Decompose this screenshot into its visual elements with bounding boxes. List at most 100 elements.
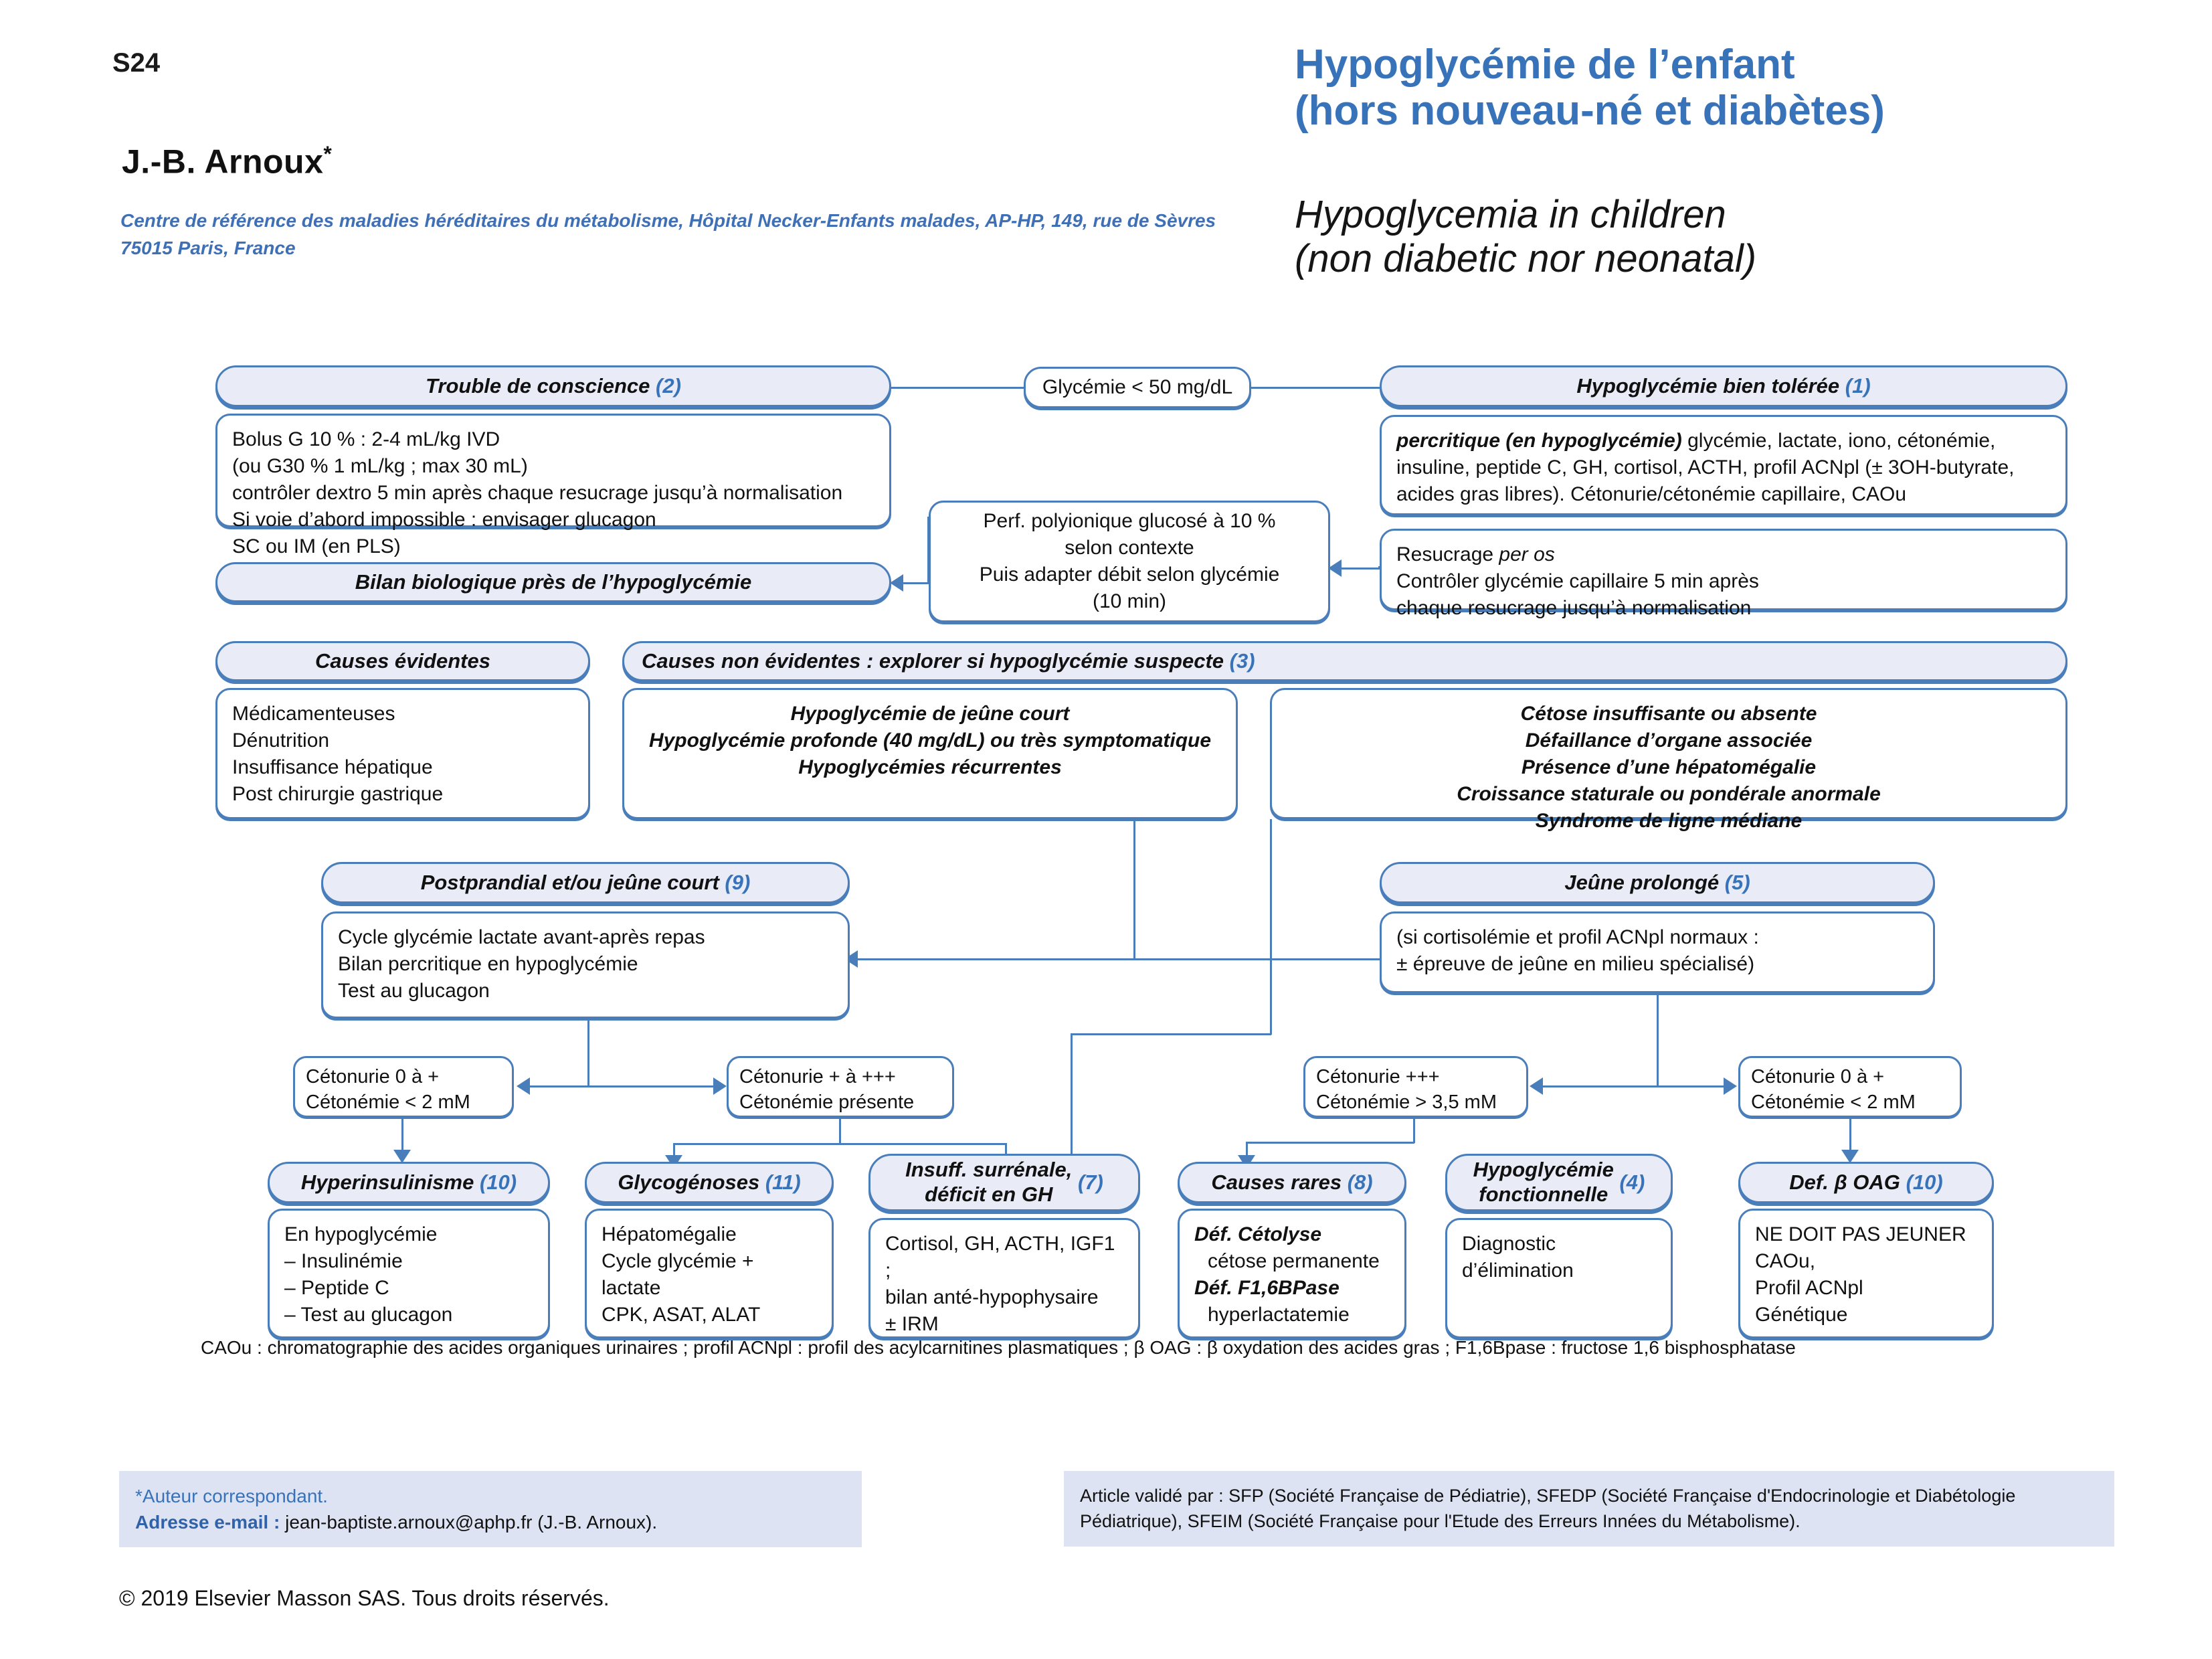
percritique-lead: percritique (en hypoglycémie) [1396, 430, 1682, 452]
node-bilan-biologique[interactable]: Bilan biologique près de l’hypoglycémie [215, 562, 891, 602]
connector-causes-jeune-down [1133, 819, 1135, 960]
author-footnote-mark: * [323, 142, 333, 166]
node-causes-rares-header[interactable]: Causes rares (8) [1178, 1162, 1406, 1203]
node-resucrage-per-os: Resucrage per os Contrôler glycémie capi… [1380, 529, 2067, 619]
arrow-resucrage-to-perf [1328, 559, 1342, 577]
node-causes-evidentes-body: Médicamenteuses Dénutrition Insuffisance… [215, 688, 590, 819]
author-label: J.-B. Arnoux [122, 143, 324, 181]
node-insuff-surrenale-number: (7) [1077, 1170, 1103, 1194]
node-hyperinsulinisme-label: Hyperinsulinisme [300, 1170, 474, 1194]
node-hypoglycemie-fonctionnelle-number: (4) [1619, 1170, 1645, 1194]
cause-item: Médicamenteuses [232, 703, 395, 725]
causes-rares-line: hyperlactatemie [1208, 1303, 1350, 1326]
page-number: S24 [112, 48, 161, 78]
node-causes-non-evidentes-label: Causes non évidentes : explorer si hypog… [642, 648, 1224, 673]
node-trouble-de-conscience-header[interactable]: Trouble de conscience (2) [215, 365, 891, 407]
connector-ketone1-branch-left [673, 1143, 675, 1160]
node-glycogenoses-number: (11) [765, 1170, 801, 1194]
node-insuff-surrenale-label: Insuff. surrénale, déficit en GH [905, 1158, 1073, 1206]
arrow-ketone-2 [1530, 1077, 1543, 1095]
node-hypoglycemie-bien-toleree-label: Hypoglycémie bien tolérée [1576, 373, 1840, 398]
node-insuff-surrenale-header[interactable]: Insuff. surrénale, déficit en GH (7) [868, 1154, 1140, 1211]
node-causes-jeune-court: Hypoglycémie de jeûne court Hypoglycémie… [622, 688, 1238, 819]
node-ketone-0: Cétonurie 0 à + Cétonémie < 2 mM [293, 1056, 514, 1118]
connector-ketone1-branch-right [1005, 1143, 1007, 1160]
node-hypoglycemie-bien-toleree-number: (1) [1845, 373, 1871, 398]
node-hypoglycemie-fonctionnelle-header[interactable]: Hypoglycémie fonctionnelle (4) [1445, 1154, 1673, 1211]
causes-rares-line: Déf. F1,6BPase [1194, 1276, 1340, 1299]
ketone-line1: Cétonurie 0 à + [1751, 1066, 1885, 1087]
connector-ketone2-down [1413, 1118, 1415, 1143]
connector-resucrage-to-perf [1330, 567, 1381, 570]
causes-rares-line: Déf. Cétolyse [1194, 1223, 1322, 1245]
node-causes-evidentes-label: Causes évidentes [315, 648, 490, 673]
node-jeune-prolonge-body: (si cortisolémie et profil ACNpl normaux… [1380, 911, 1935, 993]
ketone-line1: Cétonurie 0 à + [306, 1066, 440, 1087]
node-insuff-surrenale-body: Cortisol, GH, ACTH, IGF1 ; bilan anté-hy… [868, 1218, 1140, 1338]
node-hyperinsulinisme-header[interactable]: Hyperinsulinisme (10) [268, 1162, 550, 1203]
connector-causes-cetose-down [1270, 819, 1272, 1035]
node-def-boag-label: Def. β OAG [1789, 1170, 1900, 1194]
node-glycogenoses-header[interactable]: Glycogénoses (11) [585, 1162, 834, 1203]
causes-right-line: Présence d’une hépatomégalie [1521, 756, 1817, 778]
node-bilan-biologique-label: Bilan biologique près de l’hypoglycémie [355, 570, 752, 594]
node-def-boag-number: (10) [1906, 1170, 1943, 1194]
node-perfusion-polyionique: Perf. polyionique glucosé à 10 % selon c… [929, 501, 1330, 622]
node-postprandial-header[interactable]: Postprandial et/ou jeûne court (9) [321, 862, 850, 903]
causes-rares-line: cétose permanente [1208, 1249, 1380, 1272]
resucrage-line1-a: Resucrage [1396, 543, 1499, 565]
node-causes-rares-body: Déf. Cétolyse cétose permanente Déf. F1,… [1178, 1209, 1406, 1338]
node-hypoglycemie-bien-toleree-header[interactable]: Hypoglycémie bien tolérée (1) [1380, 365, 2067, 407]
affiliation: Centre de référence des maladies hérédit… [120, 210, 1216, 258]
ketone-line2: Cétonémie > 3,5 mM [1316, 1091, 1497, 1113]
node-hyperinsulinisme-body: En hypoglycémie – Insulinémie – Peptide … [268, 1209, 550, 1338]
title-fr-line2: (hors nouveau-né et diabètes) [1295, 88, 1885, 135]
node-def-boag-header[interactable]: Def. β OAG (10) [1738, 1162, 1994, 1203]
causes-right-line: Cétose insuffisante ou absente [1520, 703, 1817, 725]
connector-ketone1-split [673, 1143, 1006, 1145]
abbreviations-legend: CAOu : chromatographie des acides organi… [201, 1337, 1796, 1358]
ketone-line2: Cétonémie présente [739, 1091, 915, 1113]
node-ketone-2: Cétonurie +++ Cétonémie > 3,5 mM [1303, 1056, 1528, 1118]
node-postprandial-label: Postprandial et/ou jeûne court [420, 870, 719, 894]
corresponding-author-block: *Auteur correspondant. Adresse e-mail : … [119, 1471, 862, 1548]
node-glycemie-threshold[interactable]: Glycémie < 50 mg/dL [1024, 367, 1251, 408]
node-causes-rares-label: Causes rares [1211, 1170, 1342, 1194]
node-trouble-de-conscience-number: (2) [656, 373, 681, 398]
node-jeune-prolonge-header[interactable]: Jeûne prolongé (5) [1380, 862, 1935, 903]
causes-right-line: Croissance staturale ou pondérale anorma… [1457, 782, 1881, 805]
causes-left-line: Hypoglycémies récurrentes [798, 756, 1062, 778]
corresponding-author-note: *Auteur correspondant. [135, 1486, 328, 1506]
arrow-ketone-0 [517, 1077, 530, 1095]
connector-causes-split-horizontal [848, 958, 1890, 960]
connector-causes-cetose-to-branch [1071, 1033, 1073, 1085]
connector-ketone0-down [401, 1118, 403, 1154]
arrow-ketone-1 [713, 1077, 727, 1095]
title-en-line2: (non diabetic nor neonatal) [1295, 237, 1757, 281]
connector-cetose-to-insuff [1071, 1085, 1073, 1160]
title-en-line1: Hypoglycemia in children [1295, 193, 1726, 236]
connector-jeune-prolonge-down [1657, 993, 1659, 1085]
node-trouble-de-conscience-body: Bolus G 10 % : 2-4 mL/kg IVD (ou G30 % 1… [215, 414, 891, 557]
node-causes-non-evidentes-header[interactable]: Causes non évidentes : explorer si hypog… [622, 641, 2067, 681]
node-causes-rares-number: (8) [1347, 1170, 1373, 1194]
node-postprandial-body: Cycle glycémie lactate avant-après repas… [321, 911, 850, 1019]
email-value[interactable]: jean-baptiste.arnoux@aphp.fr (J.-B. Arno… [280, 1512, 658, 1533]
causes-right-line: Défaillance d’organe associée [1525, 729, 1813, 752]
copyright-line: © 2019 Elsevier Masson SAS. Tous droits … [119, 1586, 610, 1610]
node-glycogenoses-label: Glycogénoses [618, 1170, 760, 1194]
ketone-line2: Cétonémie < 2 mM [306, 1091, 470, 1113]
resucrage-line1-b: per os [1499, 543, 1555, 565]
node-def-boag-body: NE DOIT PAS JEUNER CAOu, Profil ACNpl Gé… [1738, 1209, 1994, 1338]
node-percritique-bilan: percritique (en hypoglycémie) glycémie, … [1380, 415, 2067, 515]
node-hyperinsulinisme-number: (10) [479, 1170, 517, 1194]
node-causes-evidentes-header[interactable]: Causes évidentes [215, 641, 590, 681]
connector-ketone-right-split [1540, 1085, 1728, 1087]
cause-item: Insuffisance hépatique [232, 756, 433, 778]
causes-left-line: Hypoglycémie de jeûne court [790, 703, 1070, 725]
node-glycogenoses-body: Hépatomégalie Cycle glycémie + lactate C… [585, 1209, 834, 1338]
ketone-line2: Cétonémie < 2 mM [1751, 1091, 1916, 1113]
connector-trouble-to-glycemie [891, 387, 1025, 389]
node-hypoglycemie-fonctionnelle-label: Hypoglycémie fonctionnelle [1473, 1158, 1614, 1206]
node-causes-non-evidentes-number: (3) [1229, 648, 1255, 673]
